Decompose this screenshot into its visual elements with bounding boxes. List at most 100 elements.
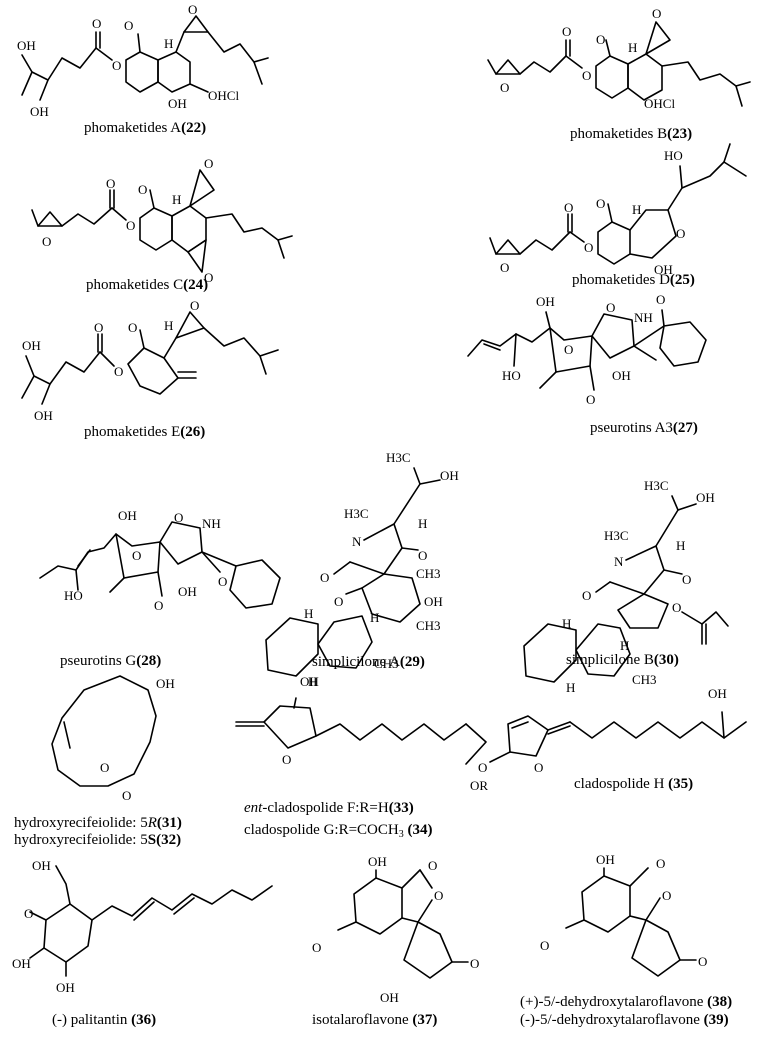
svg-text:OH: OH [168, 96, 187, 111]
svg-text:O: O [174, 510, 183, 525]
svg-text:O: O [478, 760, 487, 775]
svg-text:O: O [606, 300, 615, 315]
caption-23: phomaketides B(23) [570, 126, 692, 142]
svg-text:O: O [540, 938, 549, 953]
caption-26: phomaketides E(26) [84, 424, 205, 440]
svg-text:OH: OH [368, 854, 387, 869]
svg-text:H: H [172, 192, 181, 207]
svg-text:H: H [418, 516, 427, 531]
caption-27: pseurotins A3(27) [590, 420, 698, 436]
svg-text:O: O [124, 18, 133, 33]
caption-31: hydroxyrecifeiolide: 5R(31) [14, 815, 182, 831]
svg-text:OH: OH [32, 858, 51, 873]
svg-text:HO: HO [664, 148, 683, 163]
structure-26: OH OH O O O H O phomaketides E(26) [21, 298, 279, 440]
svg-text:H: H [370, 610, 379, 625]
svg-text:H3C: H3C [386, 450, 411, 465]
svg-text:HO: HO [64, 588, 83, 603]
svg-text:O: O [112, 58, 121, 73]
svg-text:O: O [698, 954, 707, 969]
structure-29: H3C OH H3C N H O O CH3 OH CH3 O H CH3 H … [265, 450, 459, 689]
svg-text:H3C: H3C [644, 478, 669, 493]
svg-text:O: O [652, 6, 661, 21]
structure-25: O O O O O H HO OH phomaketides D(25) [489, 143, 747, 288]
svg-text:OH: OH [380, 990, 399, 1005]
structure-28: HO OH O O O NH OH O pseurotins G(28) [39, 508, 281, 669]
caption-32: hydroxyrecifeiolide: 5S(32) [14, 832, 181, 848]
structure-35: O O OH cladospolide H (35) [478, 686, 747, 792]
svg-text:OH: OH [654, 262, 673, 277]
svg-text:O: O [470, 956, 479, 971]
svg-text:O: O [562, 24, 571, 39]
svg-text:H: H [164, 318, 173, 333]
structure-33-34: OH O OR ent-cladospolide F:R=H(33) clado… [235, 674, 488, 840]
svg-text:O: O [114, 364, 123, 379]
svg-text:OH: OH [696, 490, 715, 505]
caption-28: pseurotins G(28) [60, 653, 161, 669]
svg-text:O: O [534, 760, 543, 775]
svg-text:O: O [320, 570, 329, 585]
caption-22: phomaketides A(22) [84, 120, 206, 136]
structure-38-39: OH O O O O (+)-5/-dehydroxytalaroflavone… [520, 852, 732, 1028]
svg-text:OH: OH [612, 368, 631, 383]
caption-36: (-) palitantin (36) [52, 1012, 156, 1028]
svg-text:O: O [100, 760, 109, 775]
svg-text:O: O [312, 940, 321, 955]
svg-text:NH: NH [202, 516, 221, 531]
svg-text:H: H [676, 538, 685, 553]
svg-text:OH: OH [300, 674, 319, 689]
structure-27: HO OH O O O NH OH O pseurotins A3(27) [467, 292, 707, 436]
svg-text:O: O [126, 218, 135, 233]
svg-text:OH: OH [424, 594, 443, 609]
svg-text:N: N [614, 554, 624, 569]
svg-text:O: O [128, 320, 137, 335]
svg-text:OHCl: OHCl [208, 88, 239, 103]
svg-text:OR: OR [470, 778, 488, 793]
structure-22: OH OH O O O H O OHCl OH phomaketides A(2… [17, 2, 269, 136]
svg-text:OH: OH [56, 980, 75, 995]
svg-text:H: H [628, 40, 637, 55]
svg-text:OH: OH [156, 676, 175, 691]
svg-text:O: O [218, 574, 227, 589]
svg-text:OH: OH [708, 686, 727, 701]
svg-text:OHCl: OHCl [644, 96, 675, 111]
caption-34: cladospolide G:R=COCH3 (34) [244, 822, 432, 840]
svg-text:CH3: CH3 [416, 566, 441, 581]
svg-text:O: O [500, 80, 509, 95]
svg-text:O: O [582, 588, 591, 603]
svg-text:O: O [188, 2, 197, 17]
svg-text:O: O [584, 240, 593, 255]
svg-text:HO: HO [502, 368, 521, 383]
svg-text:O: O [92, 16, 101, 31]
svg-text:O: O [500, 260, 509, 275]
svg-text:O: O [656, 292, 665, 307]
caption-33: ent-cladospolide F:R=H(33) [244, 800, 414, 816]
caption-25: phomaketides D(25) [572, 272, 695, 288]
caption-30: simplicilone B(30) [566, 652, 679, 668]
structure-31-32: OH O O hydroxyrecifeiolide: 5R(31) hydro… [14, 675, 182, 848]
svg-text:O: O [138, 182, 147, 197]
svg-text:O: O [106, 176, 115, 191]
svg-text:O: O [418, 548, 427, 563]
svg-text:O: O [190, 298, 199, 313]
svg-text:H: H [308, 674, 317, 689]
svg-text:OH: OH [30, 104, 49, 119]
svg-text:H: H [164, 36, 173, 51]
svg-text:O: O [586, 392, 595, 407]
svg-text:O: O [154, 598, 163, 613]
svg-text:CH3: CH3 [374, 656, 399, 671]
svg-text:H: H [632, 202, 641, 217]
svg-text:O: O [334, 594, 343, 609]
svg-text:O: O [24, 906, 33, 921]
structure-24: O O O O H O O phomaketides C(24) [31, 156, 293, 293]
svg-text:OH: OH [178, 584, 197, 599]
structure-30: H3C OH H3C N H O O O H CH3 H H simplicil… [523, 478, 729, 695]
structure-37: OH O O O O OH isotalaroflavone (37) [312, 854, 479, 1028]
svg-text:H3C: H3C [604, 528, 629, 543]
svg-text:O: O [656, 856, 665, 871]
svg-text:O: O [132, 548, 141, 563]
svg-text:O: O [682, 572, 691, 587]
svg-text:H: H [304, 606, 313, 621]
svg-text:H: H [562, 616, 571, 631]
